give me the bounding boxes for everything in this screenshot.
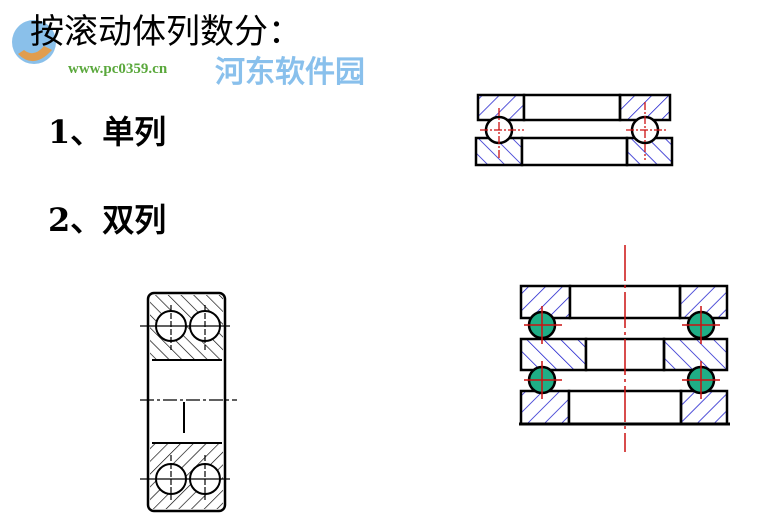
double-row-thrust-bearing-diagram: [519, 245, 730, 452]
item-double-row: 2、双列: [48, 201, 167, 239]
item-single-row: 1、单列: [48, 113, 167, 151]
watermark-url: www.pc0359.cn: [68, 61, 168, 77]
slide-title: 按滚动体列数分：: [30, 12, 302, 52]
watermark-name: 河东软件园: [215, 55, 365, 90]
single-row-thrust-bearing-diagram: [474, 93, 674, 167]
watermark-logo-icon: [8, 14, 64, 74]
double-row-ball-bearing-diagram: [140, 291, 237, 513]
